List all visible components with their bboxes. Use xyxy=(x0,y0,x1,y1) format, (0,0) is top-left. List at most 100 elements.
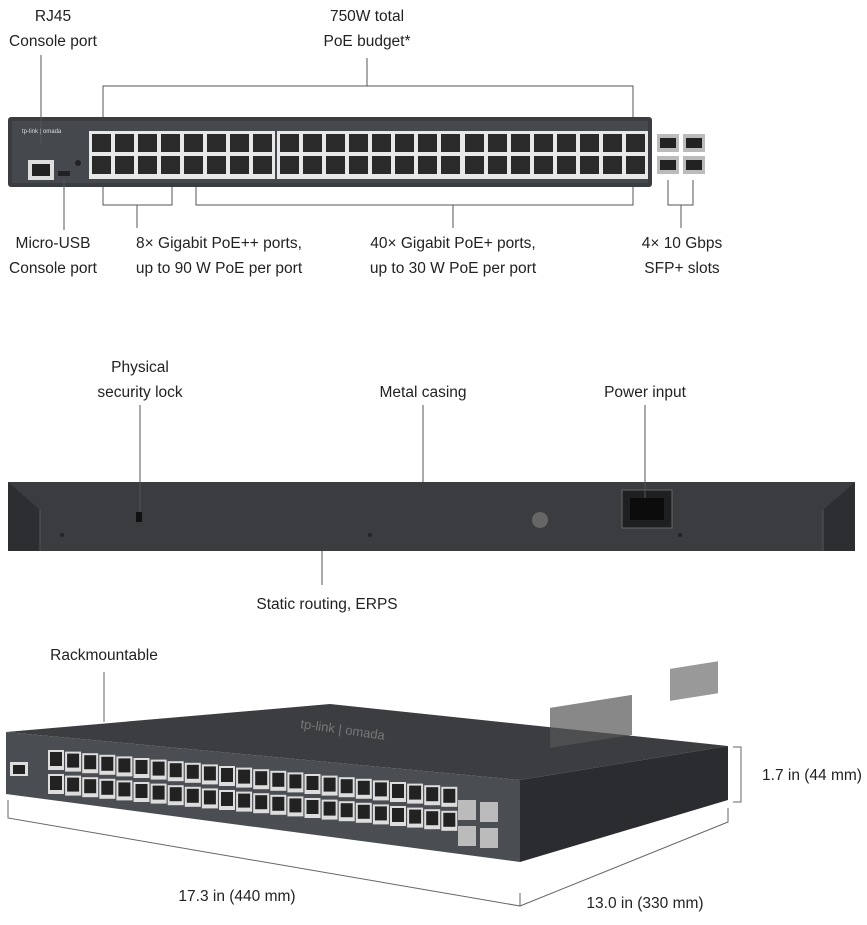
label-line: security lock xyxy=(97,384,183,401)
rj45-port xyxy=(67,777,80,792)
rj45-port xyxy=(253,134,272,152)
rj45-port xyxy=(280,156,299,174)
rj45-port xyxy=(138,156,157,174)
label-line: Console port xyxy=(9,260,97,277)
perspective-ports xyxy=(48,750,498,848)
rear-callout-lines xyxy=(139,405,646,585)
rj45-port xyxy=(418,134,437,152)
rj45-port xyxy=(488,134,507,152)
rj45-port xyxy=(101,780,114,795)
rj45-port xyxy=(92,134,111,152)
perspective-switch: tp-link | omada xyxy=(6,661,728,862)
poe-budget-label: 750W total PoE budget* xyxy=(323,4,410,54)
rj45-port xyxy=(255,795,268,810)
rj45-port xyxy=(101,756,114,771)
sfp-slot xyxy=(458,800,476,820)
rj45-port xyxy=(580,156,599,174)
front-switch: tp-link | omada xyxy=(8,117,705,187)
rj45-port xyxy=(357,804,370,819)
depth-label: 13.0 in (330 mm) xyxy=(586,895,704,912)
rj45-port xyxy=(152,785,165,800)
rj45-port xyxy=(84,779,97,794)
rj45-port xyxy=(184,156,203,174)
rj45-port xyxy=(169,787,182,802)
label-line: 4× 10 Gbps xyxy=(641,235,723,252)
rj45-port xyxy=(115,156,134,174)
rj45-port xyxy=(186,788,199,803)
rj45-port xyxy=(465,134,484,152)
rackmountable-label: Rackmountable xyxy=(50,647,158,664)
rj45-port xyxy=(603,134,622,152)
rj45-port xyxy=(395,134,414,152)
power-input-label: Power input xyxy=(604,384,686,401)
rj45-port xyxy=(323,777,336,792)
rj45-port xyxy=(230,156,249,174)
rj45-console-port xyxy=(28,160,54,180)
rj45-port xyxy=(626,134,645,152)
rj45-console-label: RJ45 Console port xyxy=(9,4,97,54)
rj45-port xyxy=(557,156,576,174)
rj45-port xyxy=(443,788,456,803)
rj45-port xyxy=(349,156,368,174)
rj45-port xyxy=(230,134,249,152)
static-routing-label: Static routing, ERPS xyxy=(256,596,398,613)
power-socket xyxy=(621,489,673,529)
security-lock-label: Physical security lock xyxy=(97,355,182,405)
rj45-port xyxy=(441,134,460,152)
rj45-port xyxy=(253,156,272,174)
metal-casing-label: Metal casing xyxy=(379,384,467,401)
rj45-port xyxy=(161,134,180,152)
micro-usb-label: Micro-USB Console port xyxy=(9,231,97,281)
micro-usb-port xyxy=(58,171,70,176)
rj45-port xyxy=(426,811,439,826)
rj45-port xyxy=(511,134,530,152)
rj45-port xyxy=(426,787,439,802)
vents xyxy=(550,661,718,748)
rj45-port xyxy=(392,808,404,822)
rj45-port xyxy=(372,134,391,152)
rj45-port xyxy=(135,784,148,798)
rj45-port xyxy=(409,785,422,800)
logo: tp-link | omada xyxy=(22,129,62,135)
label-line: 40× Gigabit PoE+ ports, xyxy=(370,235,536,252)
rj45-port xyxy=(306,776,319,790)
label-line: SFP+ slots xyxy=(644,260,720,277)
rj45-port xyxy=(186,764,199,779)
rj45-port xyxy=(603,156,622,174)
rj45-port xyxy=(374,782,387,797)
label-line: Micro-USB xyxy=(15,235,91,252)
sfp-slots-label: 4× 10 Gbps SFP+ slots xyxy=(642,231,723,281)
rj45-port xyxy=(238,793,251,808)
rj45-port xyxy=(303,134,322,152)
rj45-port xyxy=(340,779,353,794)
rj45-port xyxy=(221,768,233,782)
label-line: Physical xyxy=(111,359,169,376)
rj45-port xyxy=(221,792,233,806)
label-line: up to 30 W PoE per port xyxy=(369,260,537,277)
rear-switch xyxy=(8,482,855,551)
rj45-port xyxy=(118,782,131,797)
rj45-port xyxy=(92,156,111,174)
rj45-port xyxy=(203,766,216,781)
label-line: RJ45 xyxy=(34,8,72,25)
rj45-port xyxy=(534,156,553,174)
rj45-port xyxy=(238,769,251,784)
sfp-slot xyxy=(458,826,476,846)
rj45-port xyxy=(323,801,336,816)
rj45-port xyxy=(50,776,62,790)
rj45-port xyxy=(169,763,182,778)
dimension-lines xyxy=(7,672,742,907)
rj45-port xyxy=(557,134,576,152)
rj45-port xyxy=(203,790,216,805)
width-label: 17.3 in (440 mm) xyxy=(178,888,296,905)
rj45-port xyxy=(289,798,302,813)
rj45-port xyxy=(395,156,414,174)
rj45-port xyxy=(184,134,203,152)
rj45-port xyxy=(118,758,131,773)
rj45-port xyxy=(534,134,553,152)
rj45-port xyxy=(138,134,157,152)
rj45-port xyxy=(84,755,97,770)
front-callout-lines xyxy=(40,55,694,230)
rj45-ports xyxy=(89,131,648,179)
poe-plus-plus-label: 8× Gigabit PoE++ ports, up to 90 W PoE p… xyxy=(136,231,302,281)
